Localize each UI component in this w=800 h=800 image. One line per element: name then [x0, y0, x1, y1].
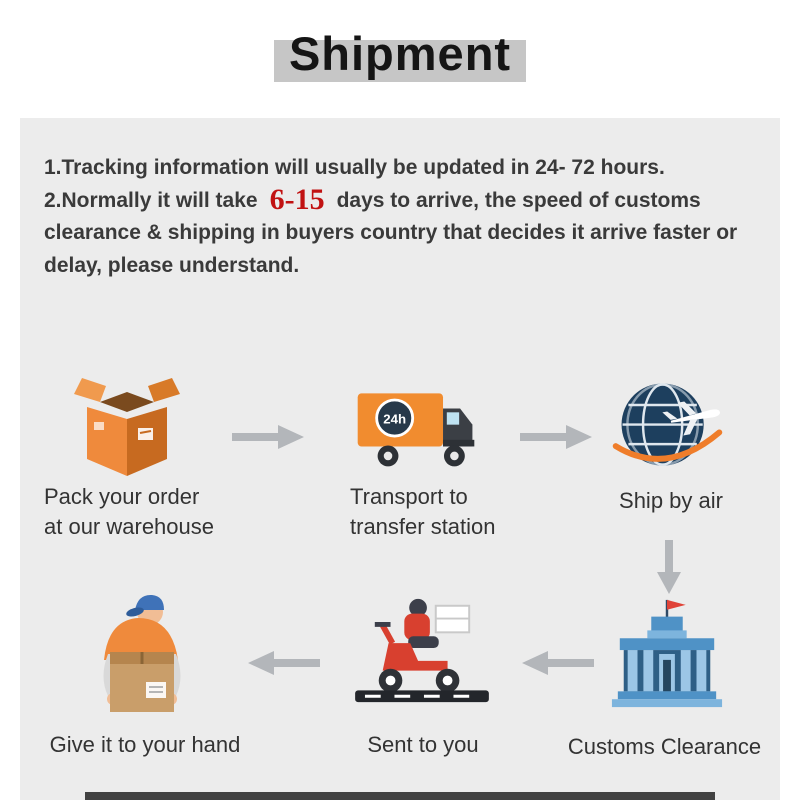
bottom-divider — [85, 792, 715, 800]
label-transport: Transport to transfer station — [350, 484, 496, 539]
step-customs — [608, 596, 726, 711]
step-pack — [60, 376, 195, 481]
step-ship-air — [602, 374, 734, 480]
truck-badge: 24h — [383, 412, 406, 427]
deliver-hand-icon — [103, 594, 181, 712]
truck-24h-icon: 24h — [357, 393, 475, 467]
scooter-icon — [355, 598, 489, 703]
step-sent — [352, 592, 492, 710]
shipping-notes: 1.Tracking information will usually be u… — [44, 152, 750, 282]
plane-icon — [662, 401, 720, 436]
arrow-right-icon — [520, 424, 592, 450]
note-line-1: 1.Tracking information will usually be u… — [44, 156, 665, 179]
arrow-left-icon — [248, 650, 320, 676]
label-sent: Sent to you — [367, 732, 479, 757]
open-box-icon — [74, 378, 180, 476]
title-shadow-block — [274, 40, 526, 82]
label-customs: Customs Clearance — [567, 734, 762, 759]
step-hand — [80, 586, 205, 718]
arrow-down-icon — [656, 540, 682, 594]
label-ship-air: Ship by air — [619, 488, 723, 513]
label-pack: Pack your order at our warehouse — [44, 484, 214, 539]
page-title: Shipment — [288, 27, 512, 80]
customs-building-icon — [611, 599, 723, 708]
globe-plane-icon — [612, 383, 723, 466]
delivery-days-highlight: 6-15 — [269, 182, 325, 216]
step-transport: 24h — [352, 380, 480, 475]
arrow-right-icon — [232, 424, 304, 450]
arrow-left-icon — [522, 650, 594, 676]
label-hand: Give it to your hand — [49, 732, 241, 757]
